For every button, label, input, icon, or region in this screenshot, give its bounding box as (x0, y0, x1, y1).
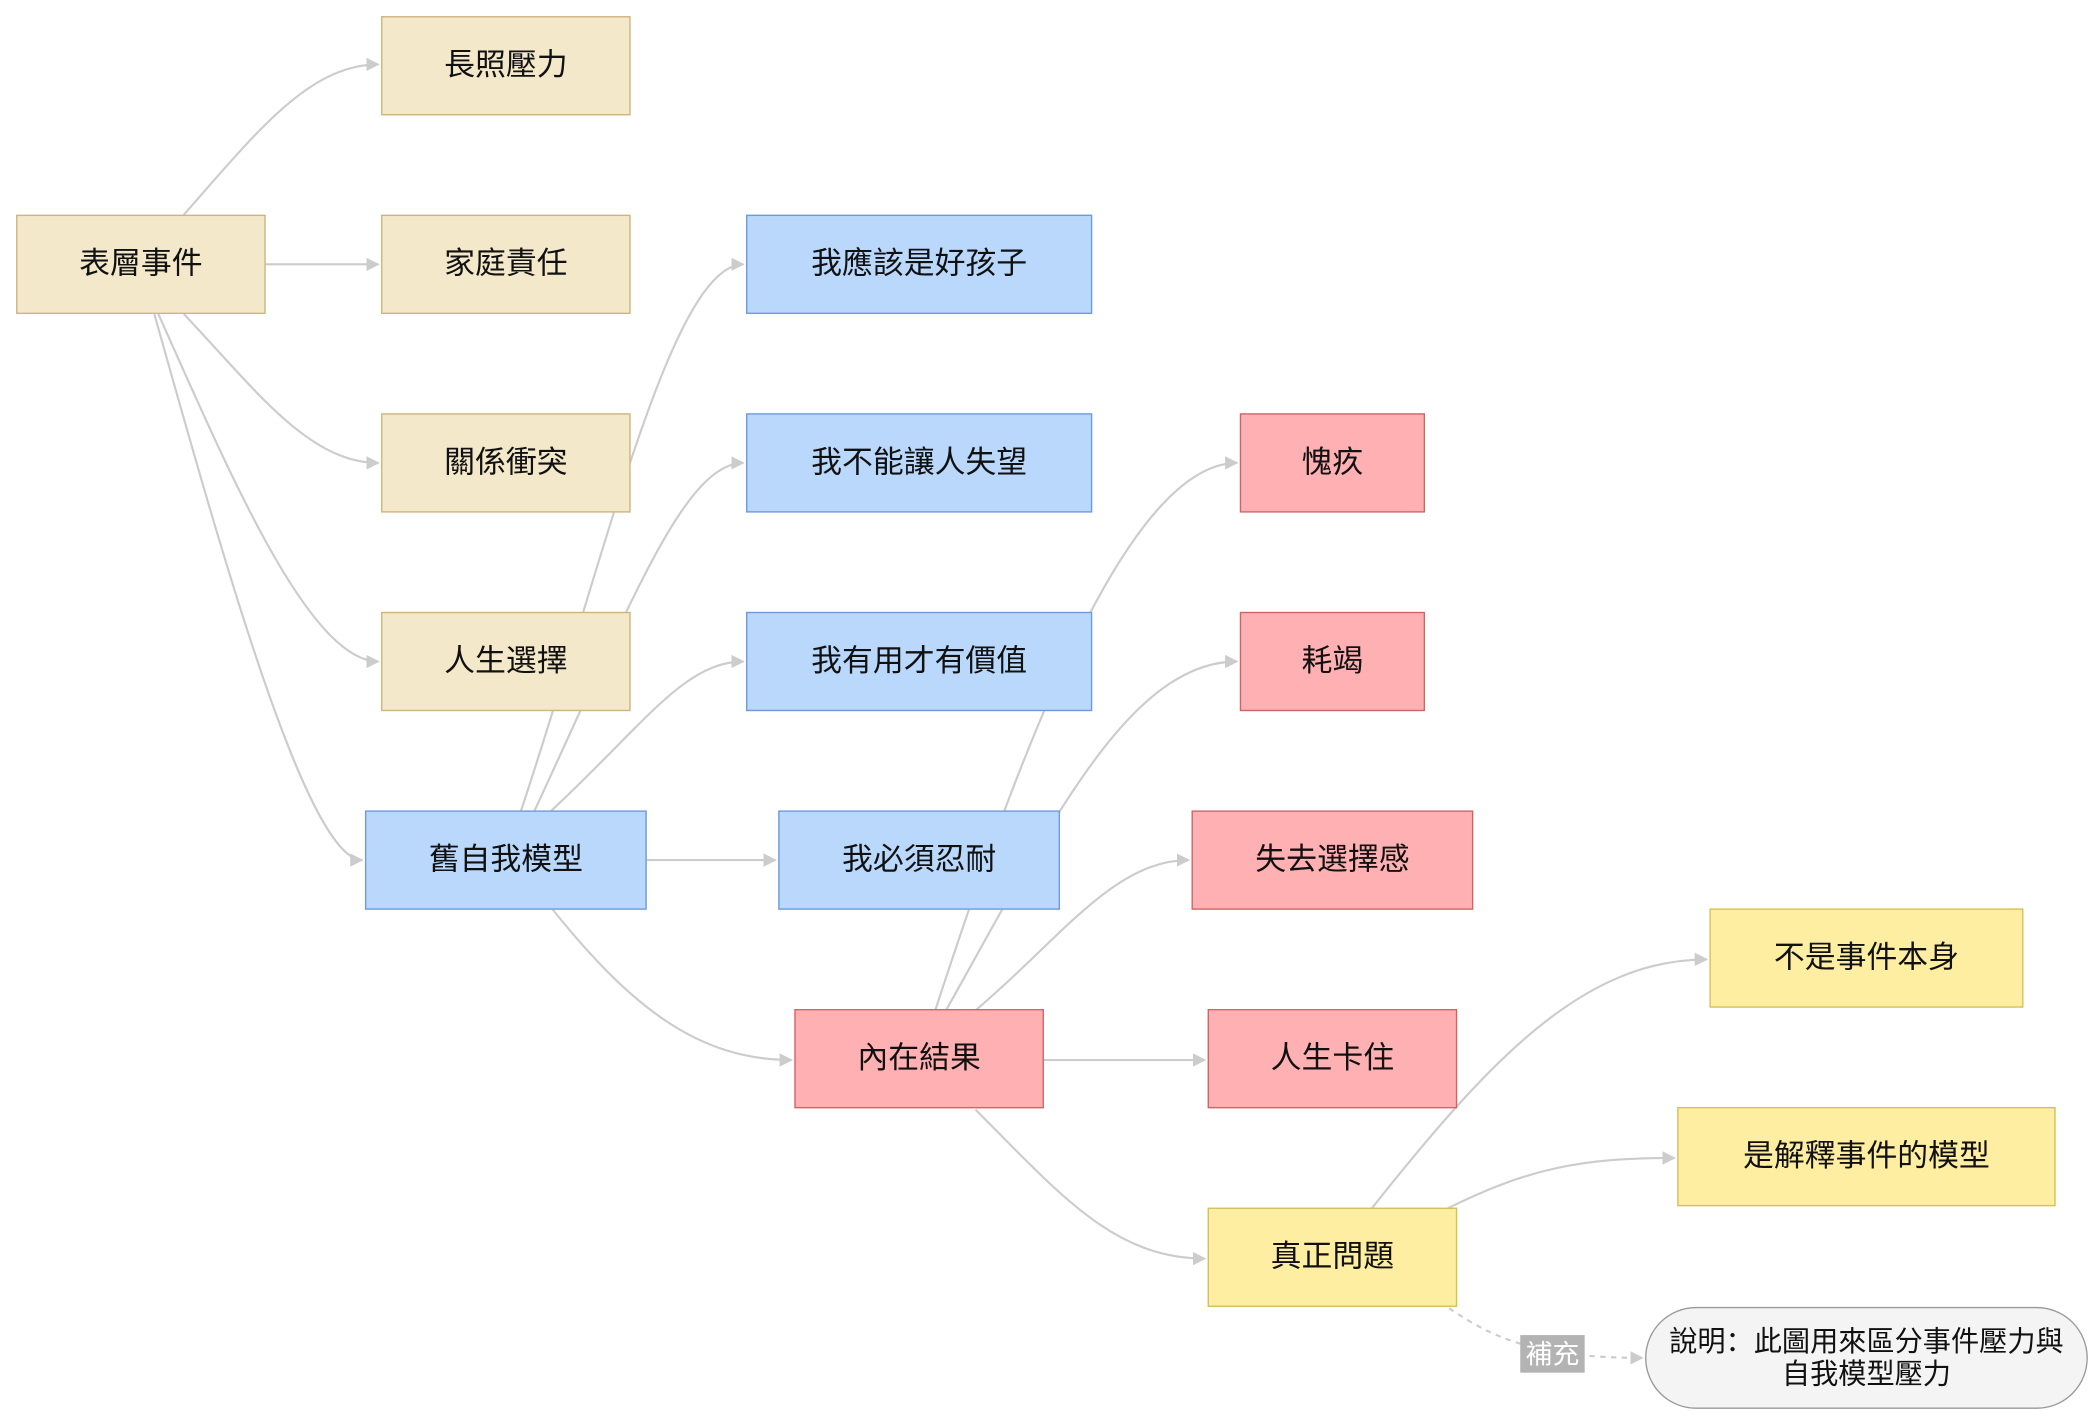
node-model-interpreting-event: 是解釋事件的模型 (1677, 1106, 2056, 1207)
node-surface-events: 表層事件 (16, 214, 266, 314)
edge-inner-to-real-problem (974, 1108, 1207, 1266)
node-exhaustion: 耗竭 (1239, 611, 1425, 712)
node-inner-result: 內在結果 (794, 1009, 1044, 1109)
node-life-choice: 人生選擇 (381, 611, 631, 712)
node-long-term-care-pressure: 長照壓力 (381, 16, 631, 116)
note-explanation: 說明：此圖用來區分事件壓力與自我模型壓力 (1645, 1306, 2088, 1409)
edge-inner-to-guilt (934, 456, 1239, 1011)
node-real-problem: 真正問題 (1207, 1207, 1458, 1307)
node-life-stuck: 人生卡住 (1207, 1009, 1458, 1109)
edge-inner-to-exhaustion (945, 654, 1239, 1011)
edge-real-to-not-event (1370, 952, 1709, 1210)
edge-surface-to-life-choice (157, 313, 380, 669)
edge-old-model-to-disappoint (533, 456, 745, 813)
node-family-responsibility: 家庭責任 (381, 214, 631, 314)
node-guilt: 愧疚 (1239, 413, 1425, 513)
node-should-be-good-child: 我應該是好孩子 (746, 214, 1093, 314)
node-not-the-event: 不是事件本身 (1709, 908, 2024, 1008)
edge-old-model-to-useful (549, 654, 745, 813)
edge-old-model-to-inner (551, 909, 794, 1067)
edge-inner-to-loss-choice (974, 853, 1191, 1012)
edge-surface-to-relationship (183, 313, 380, 470)
node-worth-if-useful: 我有用才有價值 (746, 611, 1093, 712)
node-relationship-conflict: 關係衝突 (381, 413, 631, 513)
edge-surface-to-ltc (183, 57, 380, 216)
edge-real-to-model (1445, 1151, 1676, 1210)
edge-real-to-note (1448, 1307, 1644, 1365)
node-loss-of-choice: 失去選擇感 (1191, 810, 1474, 910)
node-must-endure: 我必須忍耐 (778, 810, 1061, 910)
node-old-self-model: 舊自我模型 (364, 810, 647, 910)
node-cannot-disappoint: 我不能讓人失望 (746, 413, 1093, 513)
edge-surface-to-old-model (153, 313, 364, 867)
edge-label-supplement: 補充 (1520, 1335, 1585, 1373)
